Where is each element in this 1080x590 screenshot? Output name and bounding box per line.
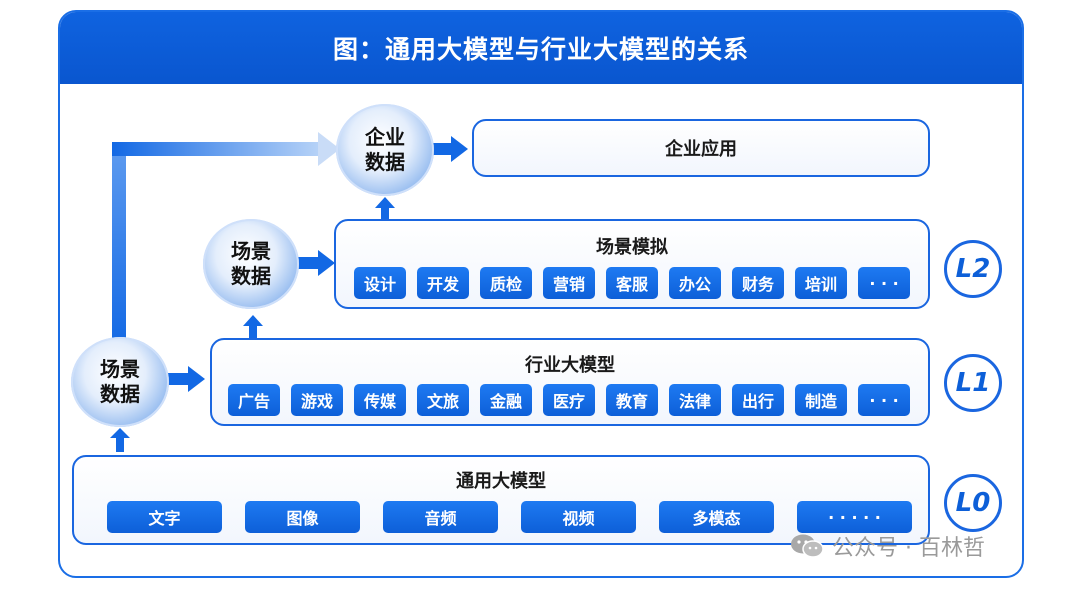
l1-chip: 医疗 [543, 384, 595, 416]
l0-panel-title: 通用大模型 [456, 471, 546, 492]
l0-chip: 音频 [383, 501, 498, 533]
diagram-title: 图：通用大模型与行业大模型的关系 [60, 12, 1022, 84]
l2-chip: 开发 [417, 267, 469, 299]
l0-chip: 多模态 [659, 501, 774, 533]
l2-arrow-body [298, 257, 320, 269]
l1-chip: · · · [858, 384, 910, 416]
l2-arrow-head [318, 250, 335, 276]
top-branch [112, 142, 327, 156]
level-l0-badge: L0 [944, 474, 1002, 532]
l0-chip: · · · · · [797, 501, 912, 533]
l1-arrow-head [188, 366, 205, 392]
l2-chip: 客服 [606, 267, 658, 299]
l1-chip: 教育 [606, 384, 658, 416]
ent-arrow-body [433, 143, 453, 155]
l1-circle-line1: 场景 [100, 357, 140, 381]
l2-scene-simulation-panel: 场景模拟 设计开发质检营销客服办公财务培训 · · · [334, 219, 930, 309]
l1-scene-data-circle: 场景 数据 [71, 337, 169, 427]
l1-up-head [243, 315, 263, 326]
l0-chip: 视频 [521, 501, 636, 533]
l2-chip: 财务 [732, 267, 784, 299]
top-branch-arrowhead [318, 132, 340, 166]
l1-circle-line2: 数据 [100, 382, 140, 406]
l2-chip: 营销 [543, 267, 595, 299]
l2-chip: 办公 [669, 267, 721, 299]
l1-arrow-body [168, 373, 190, 385]
wechat-icon [791, 534, 824, 558]
l1-chip: 游戏 [291, 384, 343, 416]
l1-panel-title: 行业大模型 [525, 355, 615, 376]
enterprise-circle-line1: 企业 [365, 125, 405, 149]
l2-up-stem [381, 204, 389, 220]
enterprise-circle-line2: 数据 [365, 150, 405, 174]
vertical-trunk [112, 142, 126, 347]
l0-chip: 文字 [107, 501, 222, 533]
enterprise-app-panel: 企业应用 [472, 119, 930, 177]
l2-circle-line1: 场景 [231, 239, 271, 263]
l1-chip: 传媒 [354, 384, 406, 416]
l1-chip: 金融 [480, 384, 532, 416]
bottom-stem [116, 434, 124, 452]
watermark: 公众号 · 百林哲 [790, 530, 985, 562]
ent-arrow-head [451, 136, 468, 162]
l2-chip: · · · [858, 267, 910, 299]
l0-chip: 图像 [245, 501, 360, 533]
l2-circle-line2: 数据 [231, 264, 271, 288]
l2-up-head [375, 197, 395, 208]
l2-scene-data-circle: 场景 数据 [203, 219, 299, 309]
l2-chip: 质检 [480, 267, 532, 299]
l2-chip: 培训 [795, 267, 847, 299]
l2-panel-title: 场景模拟 [596, 237, 668, 258]
l1-industry-model-panel: 行业大模型 广告游戏传媒文旅金融医疗教育法律出行制造 · · · [210, 338, 930, 426]
enterprise-app-label: 企业应用 [665, 139, 737, 160]
l1-chip: 广告 [228, 384, 280, 416]
level-l1-badge: L1 [944, 354, 1002, 412]
l0-general-model-panel: 通用大模型 文字图像音频视频多模态 · · · · · [72, 455, 930, 545]
l1-chip: 出行 [732, 384, 784, 416]
watermark-text: 公众号 · 百林哲 [832, 536, 985, 561]
l1-chip: 法律 [669, 384, 721, 416]
l1-chip: 制造 [795, 384, 847, 416]
bottom-stem-arrowhead [110, 428, 130, 438]
l1-chip: 文旅 [417, 384, 469, 416]
enterprise-data-circle: 企业 数据 [336, 104, 434, 196]
l2-chip: 设计 [354, 267, 406, 299]
level-l2-badge: L2 [944, 240, 1002, 298]
l1-up-stem [249, 322, 257, 338]
